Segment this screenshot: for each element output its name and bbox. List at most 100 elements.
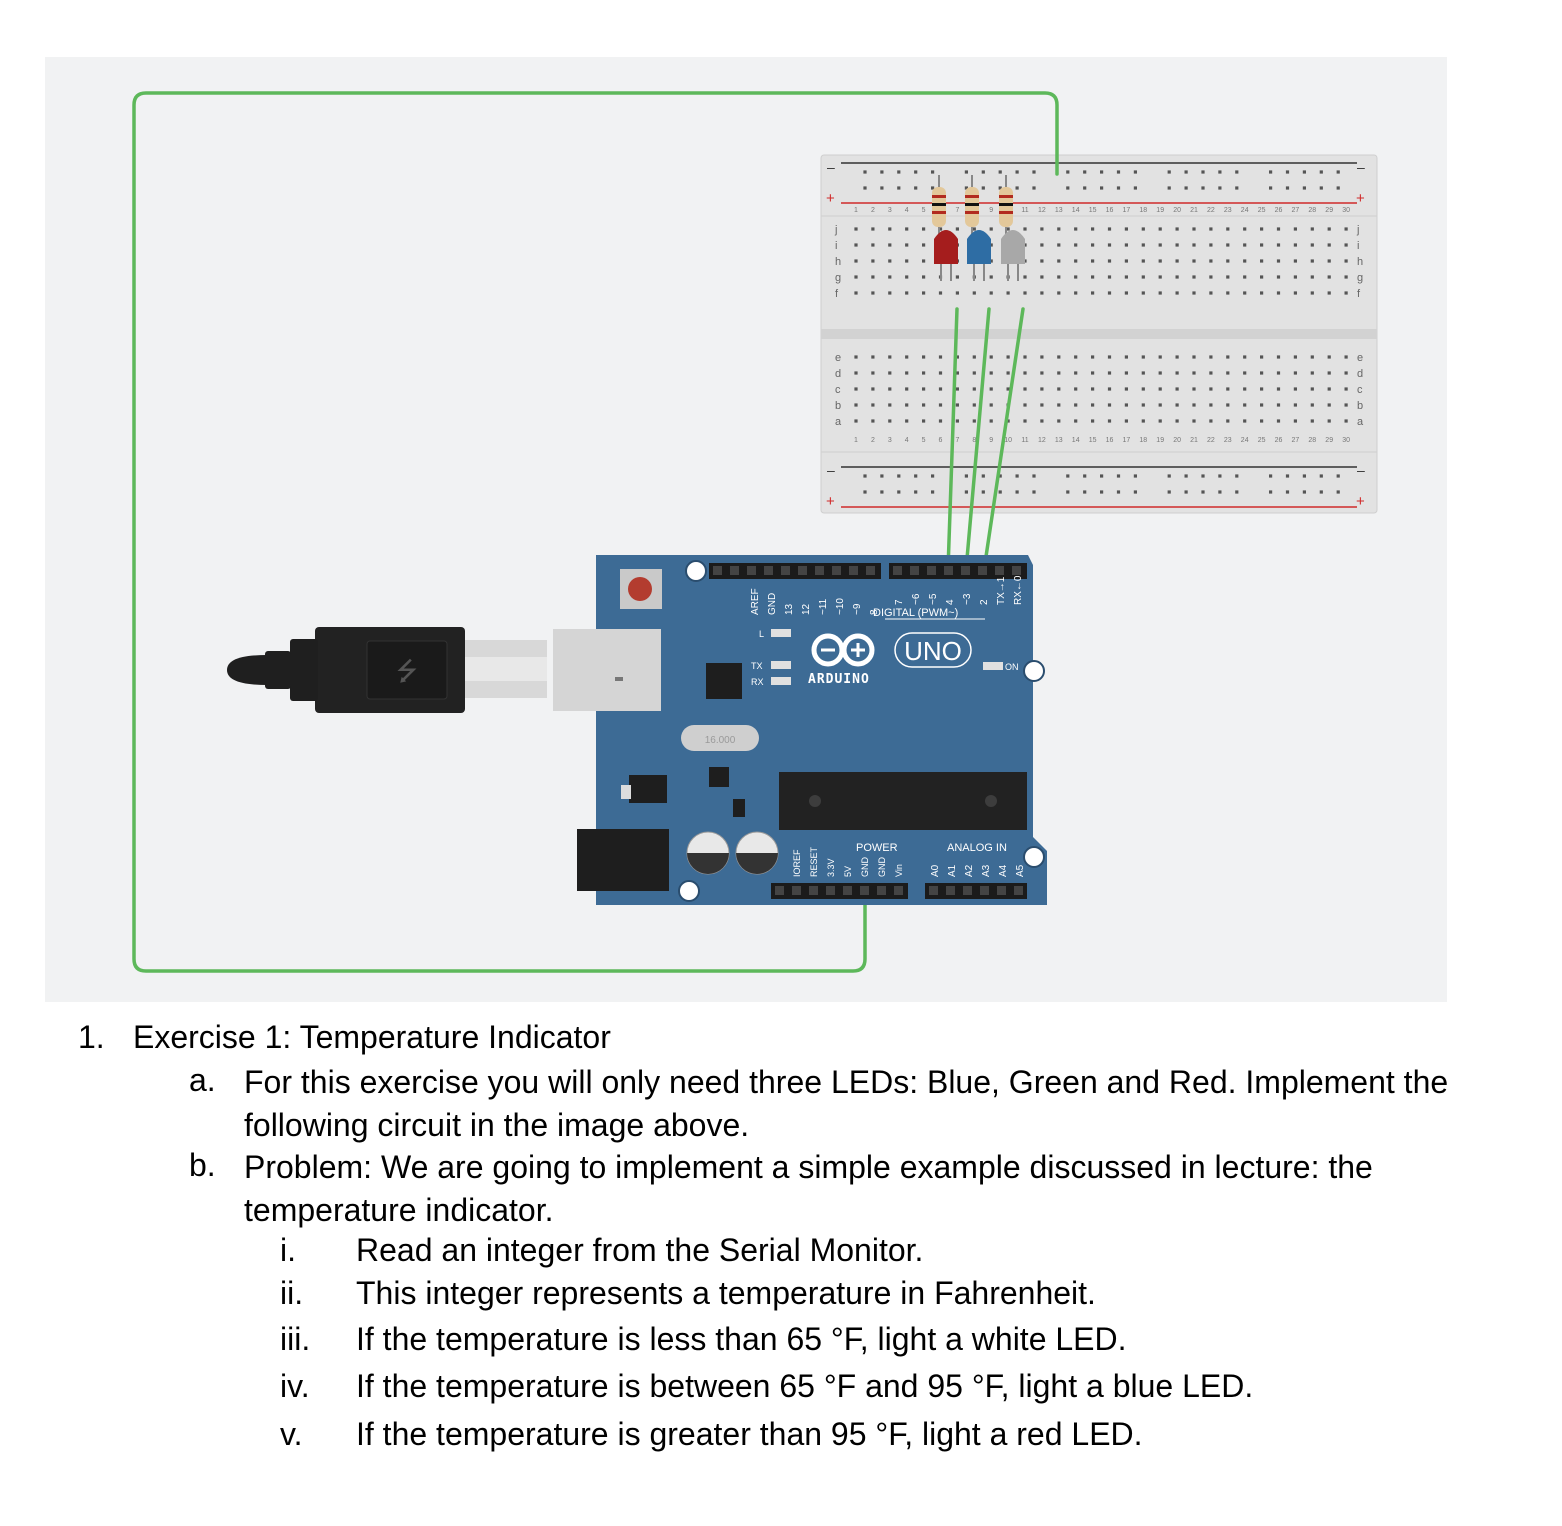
breadboard-hole [1074, 259, 1078, 263]
breadboard-hole [871, 371, 875, 375]
breadboard-hole [888, 227, 892, 231]
breadboard-hole [1175, 291, 1179, 295]
rail-hole [998, 474, 1002, 478]
breadboard-hole [871, 275, 875, 279]
column-number: 13 [1055, 437, 1063, 444]
column-number: 14 [1072, 437, 1080, 444]
breadboard-hole [854, 243, 858, 247]
breadboard-hole [1023, 259, 1027, 263]
column-number: 17 [1123, 207, 1131, 214]
breadboard-hole [1209, 227, 1213, 231]
breadboard-hole [1260, 275, 1264, 279]
components [932, 175, 1025, 281]
row-letter: d [1357, 368, 1363, 380]
led-blue [967, 230, 991, 281]
breadboard-hole [989, 227, 993, 231]
breadboard-hole [1192, 419, 1196, 423]
breadboard-hole [1226, 387, 1230, 391]
column-number: 20 [1173, 207, 1181, 214]
pin-label: IOREF [792, 849, 802, 877]
rail-hole [863, 186, 867, 190]
breadboard-hole [1226, 419, 1230, 423]
rail-hole [1269, 186, 1273, 190]
column-number: 28 [1308, 437, 1316, 444]
column-number: 16 [1106, 437, 1114, 444]
rail-hole [1184, 474, 1188, 478]
breadboard-hole [955, 371, 959, 375]
column-number: 15 [1089, 437, 1097, 444]
breadboard-hole [955, 275, 959, 279]
rail-hole [1015, 490, 1019, 494]
breadboard-hole [1226, 275, 1230, 279]
row-letter: e [835, 352, 841, 364]
breadboard-hole [1040, 275, 1044, 279]
breadboard-hole [1006, 387, 1010, 391]
column-number: 14 [1072, 207, 1080, 214]
breadboard-hole [1276, 387, 1281, 391]
rail-hole [880, 474, 884, 478]
breadboard-hole [1107, 419, 1112, 423]
item-a-text: For this exercise you will only need thr… [244, 1064, 1449, 1143]
pin-label: ~6 [911, 593, 922, 605]
breadboard-hole [871, 259, 875, 263]
breadboard-hole [1040, 227, 1044, 231]
breadboard-hole [1006, 355, 1010, 359]
power-header-label: POWER [856, 842, 898, 854]
breadboard-hole [1091, 387, 1095, 391]
breadboard-hole [1209, 419, 1213, 423]
breadboard-hole [1158, 387, 1162, 391]
breadboard-hole [1107, 291, 1112, 295]
header-pin [809, 886, 818, 895]
row-letter: f [1357, 288, 1361, 300]
breadboard-hole [1040, 259, 1044, 263]
header-pin [894, 886, 903, 895]
column-number: 30 [1342, 207, 1350, 214]
header-pin [927, 566, 936, 575]
column-number: 3 [888, 437, 892, 444]
breadboard-hole [1243, 275, 1247, 279]
breadboard-hole [1057, 387, 1061, 391]
rail-hole [1201, 490, 1205, 494]
breadboard-hole [1074, 275, 1078, 279]
rail-hole [1319, 474, 1323, 478]
breadboard-hole [1276, 275, 1281, 279]
rail-hole [1235, 170, 1239, 174]
breadboard-hole [1023, 243, 1027, 247]
breadboard-hole [989, 243, 993, 247]
pin-label: 7 [894, 599, 905, 605]
header-pin [826, 886, 835, 895]
rail-hole [914, 170, 918, 174]
breadboard-hole [1243, 371, 1247, 375]
breadboard-hole [938, 371, 943, 375]
breadboard-hole [1141, 259, 1145, 263]
rail-hole [1319, 170, 1323, 174]
column-number: 23 [1224, 207, 1232, 214]
rail-hole [1133, 474, 1137, 478]
arduino-logo [811, 633, 875, 667]
breadboard-hole [1243, 355, 1247, 359]
breadboard-hole [1243, 387, 1247, 391]
rail-hole [1184, 186, 1188, 190]
rail-hole [1218, 490, 1222, 494]
rail-hole [897, 490, 901, 494]
rail-hole [863, 490, 867, 494]
exercise-number: 1. [78, 1019, 105, 1055]
led-white [1001, 230, 1025, 281]
breadboard-hole [1040, 355, 1044, 359]
breadboard-hole [972, 227, 976, 231]
header-pin [995, 566, 1004, 575]
breadboard-hole [1091, 371, 1095, 375]
rail-hole [1100, 474, 1104, 478]
column-number: 9 [989, 207, 993, 214]
rail-hole [1302, 186, 1306, 190]
breadboard-hole [1057, 227, 1061, 231]
rail-hole [1336, 186, 1340, 190]
breadboard-hole [1175, 259, 1179, 263]
breadboard-hole [1310, 387, 1314, 391]
rail-hole [1066, 170, 1070, 174]
breadboard-hole [1158, 419, 1162, 423]
breadboard-hole [1293, 243, 1297, 247]
column-number: 27 [1292, 437, 1300, 444]
header-pin [843, 886, 852, 895]
